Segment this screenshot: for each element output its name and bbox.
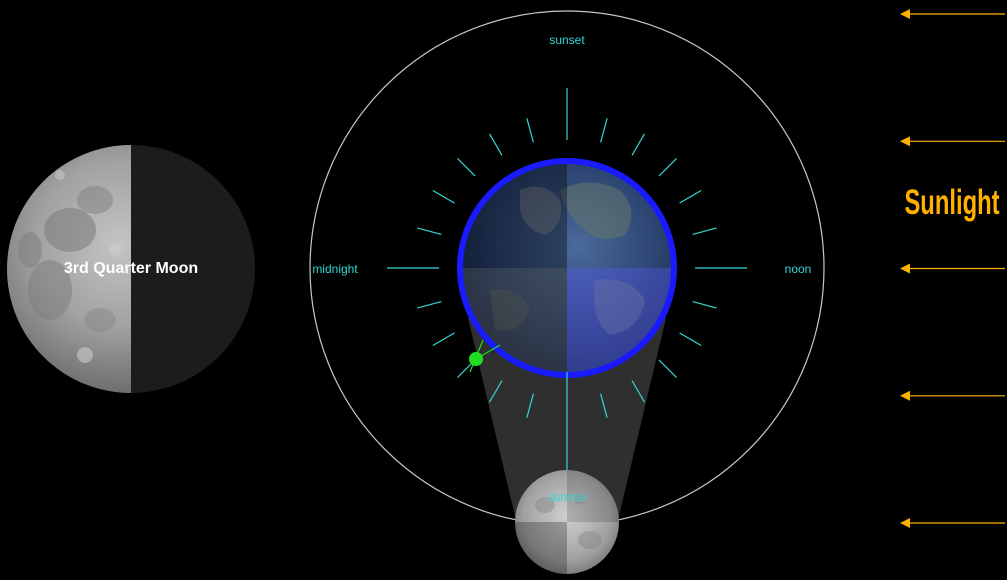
tick-mark: [679, 332, 702, 347]
tick-mark: [679, 189, 702, 204]
moon-phase-label: 3rd Quarter Moon: [64, 260, 198, 277]
sunlight-label: Sunlight: [904, 184, 999, 223]
label-midnight: midnight: [312, 262, 358, 276]
label-sunrise: sunrise: [548, 490, 587, 504]
earth: [457, 158, 677, 378]
tick-mark: [526, 118, 534, 143]
label-sunset: sunset: [549, 33, 585, 47]
tick-mark: [432, 332, 455, 347]
tick-mark: [488, 133, 503, 156]
phase-moon-lit-half: [7, 145, 131, 393]
tick-mark: [631, 380, 646, 403]
tick-mark: [488, 380, 503, 403]
tick-mark: [658, 157, 678, 177]
label-noon: noon: [785, 262, 812, 276]
tick-mark: [526, 393, 534, 418]
tick-mark: [658, 359, 678, 379]
tick-mark: [600, 118, 608, 143]
sunlight-arrow: [900, 9, 1005, 19]
tick-mark: [692, 301, 717, 309]
sunlight-arrow: [900, 136, 1005, 147]
tick-mark: [600, 393, 608, 418]
observer-marker[interactable]: [469, 339, 501, 373]
tick-mark: [417, 301, 442, 309]
sunlight-arrows: [900, 9, 1005, 528]
time-ticks: [387, 88, 747, 418]
tick-mark: [456, 157, 476, 177]
sunlight-arrow: [900, 518, 1005, 528]
sunlight-arrow: [900, 390, 1005, 401]
tick-mark: [417, 227, 442, 235]
phase-moon: 3rd Quarter Moon: [7, 145, 255, 393]
tick-mark: [692, 227, 717, 235]
orbiting-moon[interactable]: [515, 470, 619, 574]
tick-mark: [432, 189, 455, 204]
sunlight-arrow: [900, 263, 1005, 274]
tick-mark: [631, 133, 646, 156]
